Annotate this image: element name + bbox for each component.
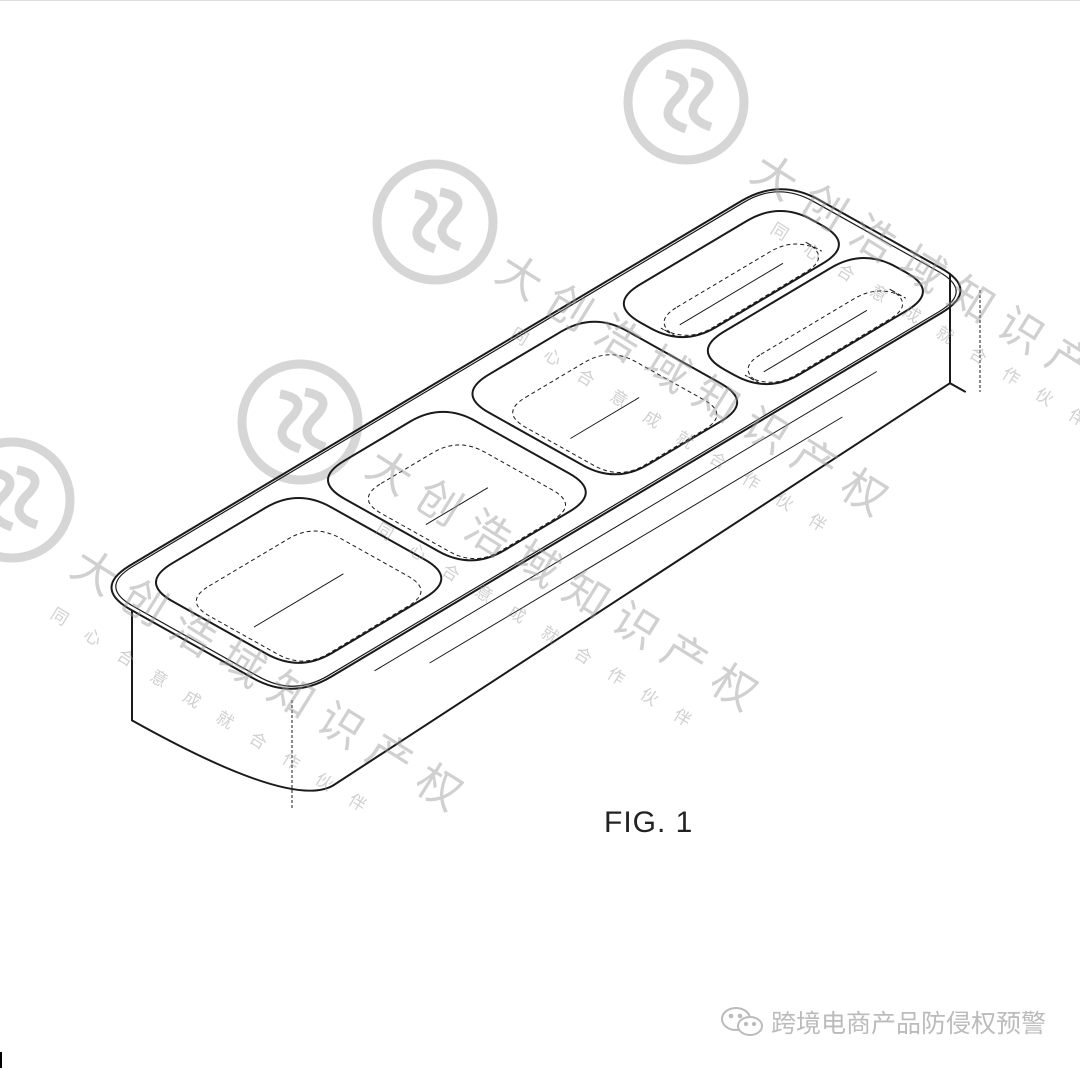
- ds-circle-logo: [237, 359, 363, 485]
- logo-mark: [0, 465, 40, 532]
- compartment-floor: [744, 288, 907, 385]
- tray-side-edges: [291, 290, 981, 810]
- footer-account: 跨境电商产品防侵权预警: [719, 1004, 1046, 1040]
- logo-ring: [372, 159, 498, 285]
- compartment-floor: [367, 444, 566, 560]
- tray-rim-inner: [115, 191, 957, 687]
- logo-mark: [412, 187, 463, 254]
- wechat-icon: [720, 1007, 763, 1036]
- compartment-floor: [660, 241, 823, 338]
- compartment-outline: [622, 210, 840, 339]
- tray-side-walls: [131, 273, 966, 792]
- compartment-shade-line: [253, 573, 344, 628]
- edge-mark: [0, 1052, 2, 1068]
- ds-circle-logo: [0, 437, 75, 563]
- compartment: [471, 320, 739, 476]
- logo-ring: [237, 359, 363, 485]
- tray-drawing: [110, 188, 981, 810]
- compartment-floor: [512, 354, 718, 473]
- figure-label: FIG. 1: [604, 806, 694, 839]
- compartment-shade-line: [763, 309, 868, 373]
- compartment-outline: [326, 410, 587, 562]
- compartment-shade-line: [679, 262, 784, 326]
- compartment-shade-line: [570, 397, 640, 439]
- compartment: [706, 257, 924, 386]
- logo-mark: [663, 67, 714, 134]
- compartment-shade-line: [425, 487, 489, 526]
- compartment: [622, 210, 840, 339]
- ds-circle-logo: [623, 39, 749, 165]
- side-shading-lines: [374, 371, 878, 672]
- footer-text: 跨境电商产品防侵权预警: [770, 1010, 1046, 1038]
- tray-rim-outer: [110, 188, 962, 690]
- compartment-outline: [154, 497, 443, 664]
- top-border: [0, 0, 1080, 1]
- logo-ring: [0, 437, 75, 563]
- watermark-logos: [0, 39, 749, 563]
- compartment: [154, 497, 443, 664]
- logo-mark: [277, 387, 328, 454]
- logo-ring: [623, 39, 749, 165]
- ds-circle-logo: [372, 159, 498, 285]
- compartment: [326, 410, 587, 562]
- compartment-floor: [195, 530, 422, 662]
- compartment-outline: [706, 257, 924, 386]
- compartment-outline: [471, 320, 739, 476]
